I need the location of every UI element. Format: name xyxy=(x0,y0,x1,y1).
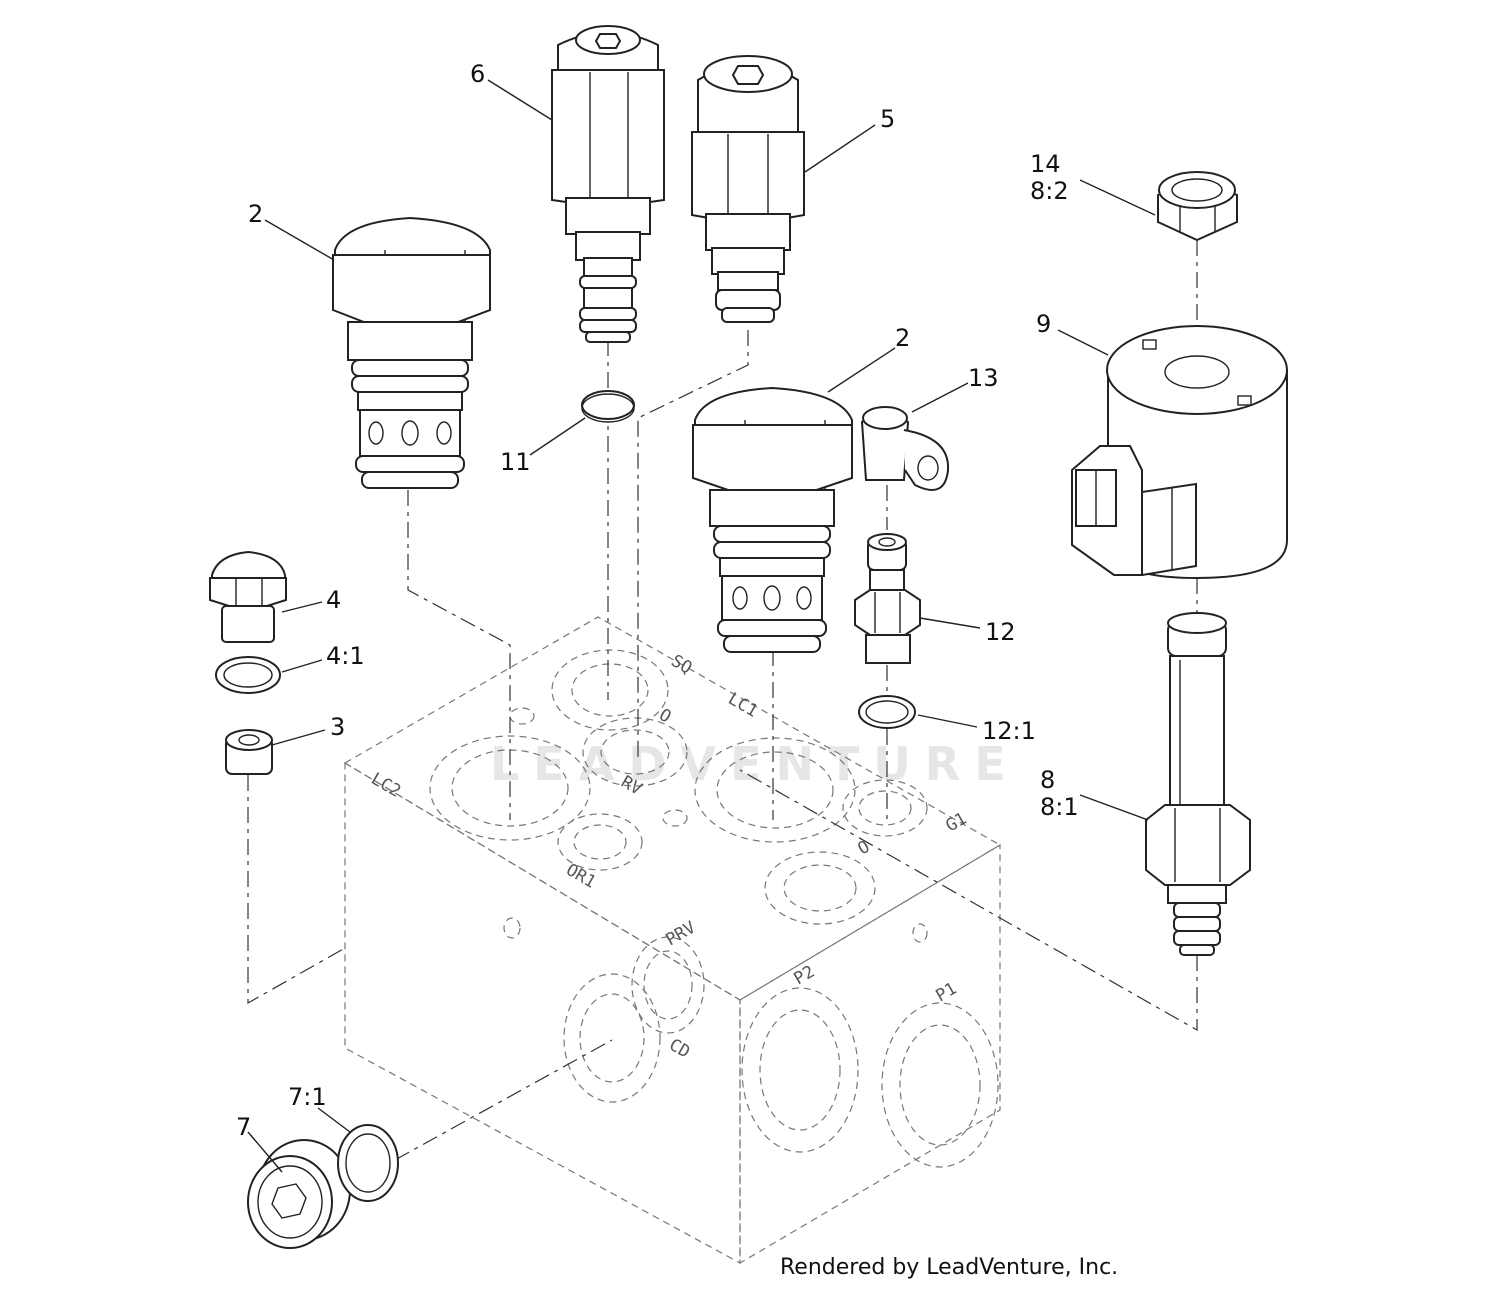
callout-8: 8 xyxy=(1040,766,1055,794)
port-label-lc2: LC2 xyxy=(368,769,405,802)
part-4-1-o-ring[interactable] xyxy=(215,656,281,694)
part-2-cartridge-left[interactable] xyxy=(332,216,491,489)
port-label-prv: PRV xyxy=(663,918,700,951)
part-14-coil-nut[interactable] xyxy=(1157,171,1238,242)
part-8-solenoid-valve[interactable] xyxy=(1145,612,1251,956)
part-3-orifice[interactable] xyxy=(225,729,273,775)
manifold-block xyxy=(343,616,1002,1265)
port-label-cd: CD xyxy=(666,1035,694,1063)
leader-lines xyxy=(247,79,1156,1173)
callout-12: 12 xyxy=(985,618,1016,646)
part-11-seal-disc[interactable] xyxy=(581,390,635,423)
port-label-p1: P1 xyxy=(933,979,961,1007)
callout-13: 13 xyxy=(968,364,999,392)
part-6-relief-cartridge[interactable] xyxy=(551,25,665,343)
render-credit: Rendered by LeadVenture, Inc. xyxy=(780,1255,1118,1280)
callout-9: 9 xyxy=(1036,310,1051,338)
callout-3: 3 xyxy=(330,713,345,741)
port-label-sq: SQ xyxy=(668,651,696,679)
port-label-p2: P2 xyxy=(791,962,819,990)
callout-7: 7 xyxy=(236,1113,251,1141)
callout-12-1: 12:1 xyxy=(982,717,1036,745)
callout-2-right: 2 xyxy=(895,324,910,352)
part-4-plug[interactable] xyxy=(209,550,287,643)
callout-11: 11 xyxy=(500,448,531,476)
part-12-1-o-ring[interactable] xyxy=(858,695,916,729)
part-9-solenoid-coil[interactable] xyxy=(1071,325,1288,580)
callout-14: 14 xyxy=(1030,150,1061,178)
callout-4-1: 4:1 xyxy=(326,642,365,670)
callout-7-1: 7:1 xyxy=(288,1083,327,1111)
callout-2-left: 2 xyxy=(248,200,263,228)
part-2-cartridge-right[interactable] xyxy=(692,386,853,653)
callout-4: 4 xyxy=(326,586,341,614)
port-label-g1: G1 xyxy=(943,809,971,837)
part-13-dust-cap[interactable] xyxy=(860,406,950,491)
callout-8-2: 8:2 xyxy=(1030,177,1069,205)
part-12-test-port-fitting[interactable] xyxy=(854,533,921,664)
assembly-lines xyxy=(247,240,1198,1161)
port-label-lc1: LC1 xyxy=(725,689,762,722)
port-label-o-upper: O xyxy=(656,705,675,727)
callout-5: 5 xyxy=(880,105,895,133)
part-5-pressure-cartridge[interactable] xyxy=(691,55,805,323)
port-label-or1: OR1 xyxy=(563,860,600,893)
watermark: LEADVENTURE xyxy=(490,737,1020,791)
callout-8-1: 8:1 xyxy=(1040,793,1079,821)
part-7-plug[interactable] xyxy=(247,1139,351,1249)
part-7-1-o-ring[interactable] xyxy=(337,1124,399,1202)
callout-6: 6 xyxy=(470,60,485,88)
